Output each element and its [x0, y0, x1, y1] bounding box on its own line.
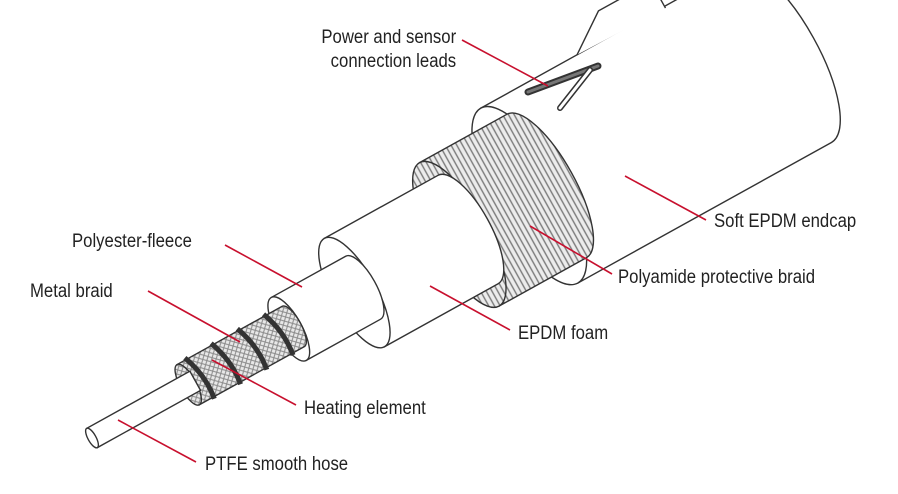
label-fleece: Polyester-fleece: [72, 231, 192, 252]
label-leads: Power and sensor connection leads: [321, 26, 456, 74]
leader-fleece: [224, 244, 303, 288]
leader-heating: [211, 359, 297, 406]
leader-polyamide: [529, 225, 613, 275]
label-polyamide: Polyamide protective braid: [618, 267, 816, 288]
leader-foam: [429, 285, 511, 331]
connection-leads: [524, 62, 602, 111]
leader-endcap: [624, 175, 707, 221]
heating-element: [183, 312, 296, 400]
label-leads-line2: connection leads: [330, 51, 456, 72]
leader-ptfe: [117, 419, 197, 463]
label-leads-line1: Power and sensor: [321, 27, 456, 48]
leader-metal-braid: [147, 290, 241, 343]
label-ptfe: PTFE smooth hose: [205, 454, 349, 475]
label-foam: EPDM foam: [518, 323, 609, 344]
ptfe-hose: [84, 370, 202, 449]
label-heating: Heating element: [304, 398, 426, 419]
leader-leads: [461, 39, 549, 87]
label-endcap: Soft EPDM endcap: [714, 211, 857, 232]
label-metal-braid: Metal braid: [30, 281, 113, 302]
leader-lines: [117, 39, 707, 463]
